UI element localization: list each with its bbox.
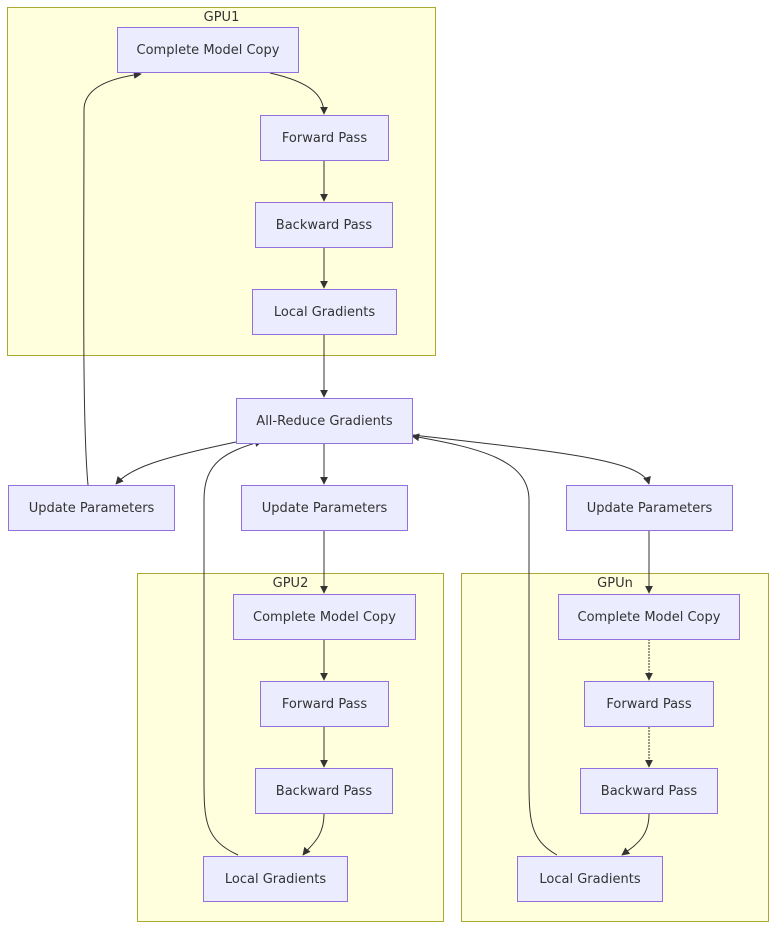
edge-update-left-to-gpu1-model bbox=[83, 70, 142, 486]
gpun-forward-pass[interactable]: Forward Pass bbox=[584, 681, 714, 727]
update-parameters-center[interactable]: Update Parameters bbox=[241, 485, 408, 531]
gpun-cluster-title: GPUn bbox=[597, 576, 633, 591]
gpun-local-gradients[interactable]: Local Gradients bbox=[517, 856, 663, 902]
gpu2-cluster-title: GPU2 bbox=[272, 576, 309, 591]
gpu2-forward-pass[interactable]: Forward Pass bbox=[260, 681, 389, 727]
gpu1-backward-pass[interactable]: Backward Pass bbox=[255, 202, 393, 248]
gpu2-local-gradients[interactable]: Local Gradients bbox=[203, 856, 348, 902]
gpu1-complete-model-copy[interactable]: Complete Model Copy bbox=[117, 27, 299, 73]
update-parameters-right[interactable]: Update Parameters bbox=[566, 485, 733, 531]
all-reduce-gradients[interactable]: All-Reduce Gradients bbox=[236, 398, 413, 444]
edge-gpun-backward-to-gradients bbox=[621, 813, 650, 856]
update-parameters-left[interactable]: Update Parameters bbox=[8, 485, 175, 531]
gpu1-cluster-title: GPU1 bbox=[203, 10, 240, 25]
edge-gpu1-model-to-forward bbox=[269, 72, 328, 115]
edge-gpu2-backward-to-gradients bbox=[302, 813, 325, 856]
gpu1-forward-pass[interactable]: Forward Pass bbox=[260, 115, 389, 161]
gpu1-local-gradients[interactable]: Local Gradients bbox=[252, 289, 397, 335]
edge-allreduce-to-update-left bbox=[115, 441, 237, 485]
edge-gpu2-gradients-to-allreduce bbox=[203, 439, 263, 856]
gpu2-backward-pass[interactable]: Backward Pass bbox=[255, 768, 393, 814]
edge-gpun-gradients-to-allreduce bbox=[411, 433, 558, 856]
edge-allreduce-to-update-right bbox=[412, 434, 651, 485]
gpun-complete-model-copy[interactable]: Complete Model Copy bbox=[558, 594, 740, 640]
gpun-backward-pass[interactable]: Backward Pass bbox=[580, 768, 718, 814]
gpu2-complete-model-copy[interactable]: Complete Model Copy bbox=[233, 594, 416, 640]
